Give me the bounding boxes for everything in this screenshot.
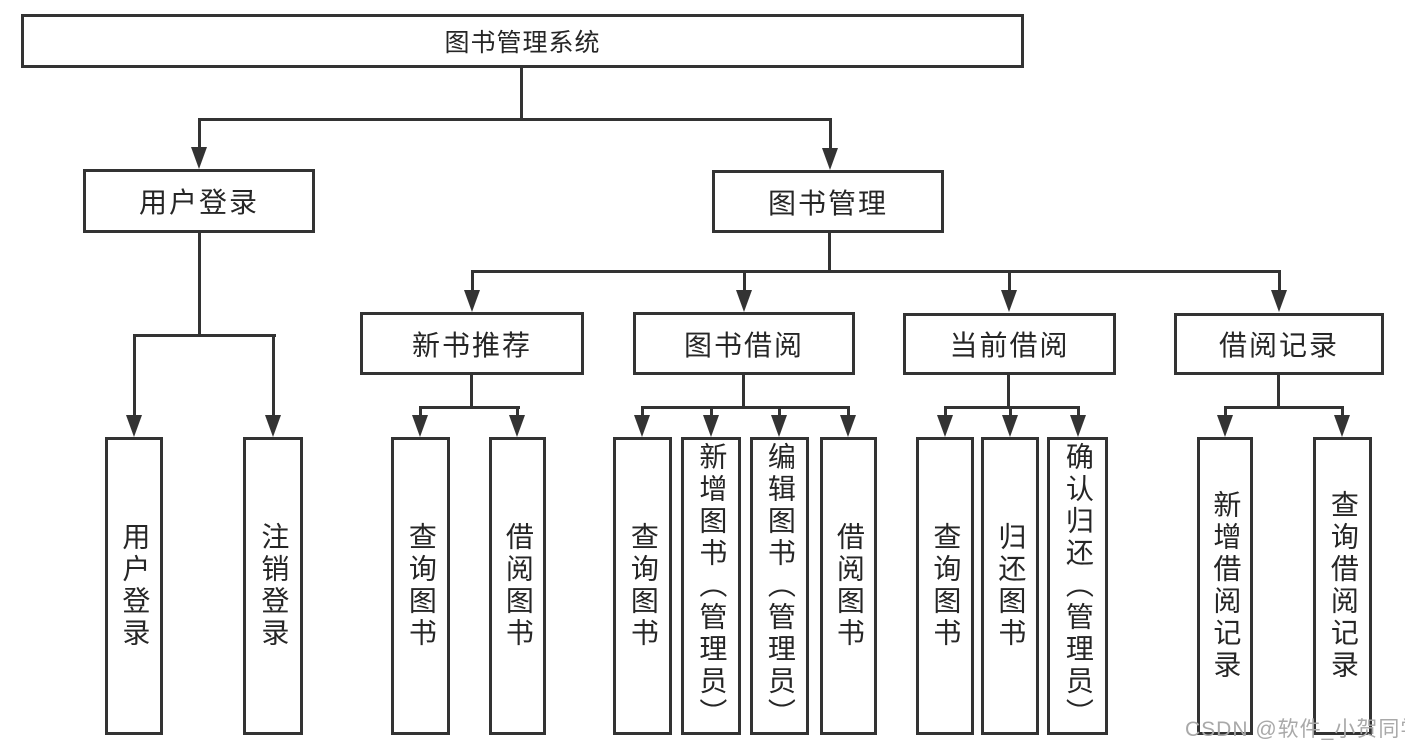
leaf-return-book: 归还图书 <box>981 437 1039 735</box>
connector-line <box>710 406 713 417</box>
arrowhead-icon <box>191 147 207 169</box>
node-root-system: 图书管理系统 <box>21 14 1024 68</box>
leaf-query-book-borrow: 查询图书 <box>613 437 672 735</box>
node-borrow-record: 借阅记录 <box>1174 313 1384 375</box>
connector-line <box>1077 406 1080 417</box>
csdn-watermark: CSDN @软件_小贺同学 <box>1185 718 1405 741</box>
leaf-borrow-book-recommend: 借阅图书 <box>489 437 546 735</box>
connector-line <box>1224 406 1227 417</box>
arrowhead-icon <box>412 415 428 437</box>
arrowhead-icon <box>703 415 719 437</box>
connector-line <box>133 334 276 337</box>
node-new-book-recommend: 新书推荐 <box>360 312 584 375</box>
node-user-login: 用户登录 <box>83 169 315 233</box>
arrowhead-icon <box>840 415 856 437</box>
arrowhead-icon <box>1002 415 1018 437</box>
leaf-query-book-recommend: 查询图书 <box>391 437 450 735</box>
connector-line <box>1007 375 1010 409</box>
connector-line <box>743 270 746 294</box>
connector-line <box>419 406 422 417</box>
connector-line <box>778 406 781 417</box>
arrowhead-icon <box>771 415 787 437</box>
connector-line <box>471 270 1281 273</box>
connector-line <box>1009 406 1012 417</box>
connector-line <box>419 406 520 409</box>
connector-line <box>1224 406 1344 409</box>
connector-line <box>198 118 832 121</box>
connector-line <box>944 406 947 417</box>
connector-line <box>198 118 201 152</box>
arrowhead-icon <box>736 290 752 312</box>
node-current-borrow: 当前借阅 <box>903 313 1116 375</box>
connector-line <box>1277 375 1280 409</box>
arrowhead-icon <box>464 290 480 312</box>
arrowhead-icon <box>126 415 142 437</box>
node-book-borrow: 图书借阅 <box>633 312 855 375</box>
connector-line <box>133 334 136 419</box>
connector-line <box>471 270 474 294</box>
arrowhead-icon <box>1334 415 1350 437</box>
arrowhead-icon <box>937 415 953 437</box>
leaf-edit-book-admin: 编辑图书（管理员） <box>750 437 809 735</box>
connector-line <box>641 406 644 417</box>
arrowhead-icon <box>509 415 525 437</box>
connector-line <box>641 406 850 409</box>
leaf-query-borrow-record: 查询借阅记录 <box>1313 437 1372 735</box>
connector-line <box>829 118 832 152</box>
connector-line <box>516 406 519 417</box>
arrowhead-icon <box>1001 290 1017 312</box>
connector-line <box>198 231 201 337</box>
leaf-add-book-admin: 新增图书（管理员） <box>681 437 741 735</box>
connector-line <box>1008 270 1011 294</box>
connector-line <box>1278 270 1281 294</box>
leaf-query-book-current: 查询图书 <box>916 437 974 735</box>
connector-line <box>272 334 275 419</box>
arrowhead-icon <box>1271 290 1287 312</box>
connector-line <box>847 406 850 417</box>
node-book-management: 图书管理 <box>712 170 944 233</box>
connector-line <box>944 406 1080 409</box>
arrowhead-icon <box>822 148 838 170</box>
connector-line <box>742 375 745 409</box>
arrowhead-icon <box>634 415 650 437</box>
leaf-user-login: 用户登录 <box>105 437 163 735</box>
connector-line <box>520 66 523 120</box>
connector-line <box>1341 406 1344 417</box>
leaf-user-logout: 注销登录 <box>243 437 303 735</box>
leaf-borrow-book: 借阅图书 <box>820 437 877 735</box>
connector-line <box>470 375 473 409</box>
leaf-confirm-return-admin: 确认归还（管理员） <box>1047 437 1108 735</box>
arrowhead-icon <box>1070 415 1086 437</box>
leaf-add-borrow-record: 新增借阅记录 <box>1197 437 1253 735</box>
arrowhead-icon <box>1217 415 1233 437</box>
arrowhead-icon <box>265 415 281 437</box>
connector-line <box>828 233 831 273</box>
